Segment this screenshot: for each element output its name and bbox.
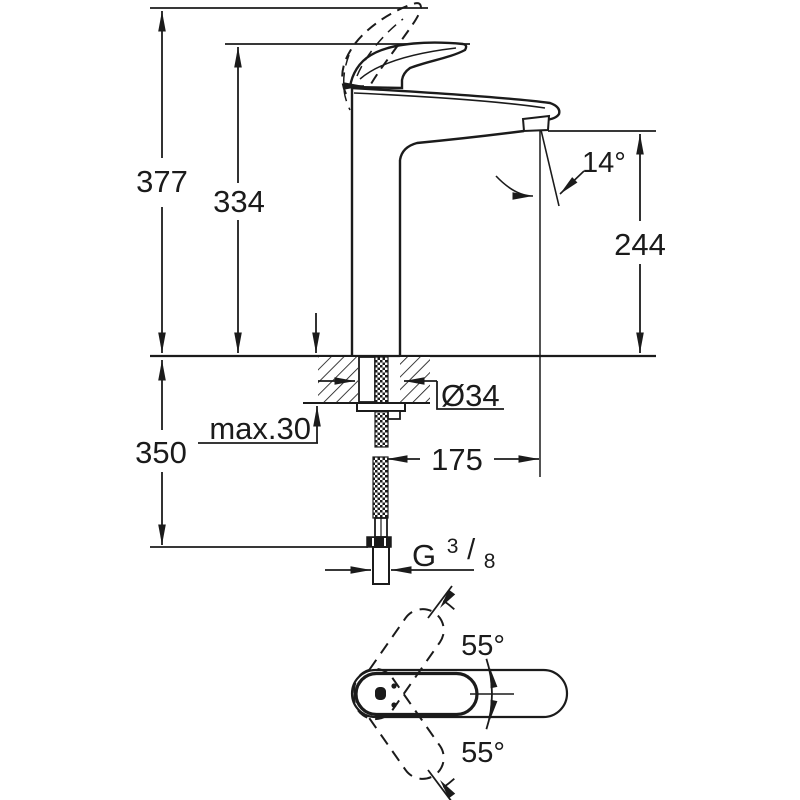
swing-angle-annotation (427, 585, 498, 800)
handle-inner-line (359, 47, 457, 80)
spout-inner-edge (353, 92, 546, 109)
handle-swung-up-dashed (353, 608, 445, 721)
handle-swung-down-dashed (353, 667, 445, 780)
hose-hex-nut (366, 536, 392, 548)
mounting-washer (356, 402, 406, 412)
swing-arc-upper (442, 599, 455, 610)
temp-indicator-dot (375, 687, 386, 700)
shank-tube (358, 356, 376, 403)
dim-d34 (318, 377, 504, 410)
handle-raised-outline (341, 2, 423, 95)
deck-hatch-right (400, 357, 430, 402)
stream-curve-arrow (495, 175, 534, 200)
dim-14deg (495, 129, 585, 207)
dim-max30 (198, 313, 321, 444)
spout-top-edge (351, 86, 561, 122)
swing-arc-lower (442, 778, 455, 789)
dim-14-label: 14° (582, 147, 626, 179)
swing-arrow-mid-bottom (490, 699, 498, 720)
spout-underside (398, 129, 525, 161)
side-view: 377 334 244 14° max.30 (135, 2, 666, 585)
dim-d34-label: Ø34 (441, 378, 500, 413)
supply-hose-braid (372, 456, 389, 519)
swing-arc-middle (485, 658, 493, 730)
dim-175-label: 175 (431, 442, 483, 477)
faucet-body (343, 41, 561, 356)
g38-numerator: 3 (447, 535, 459, 558)
dim-377-label: 377 (136, 164, 188, 199)
swing-arrow-lower-end (440, 780, 456, 799)
dim-g38-label: G 3 / 8 (412, 525, 495, 573)
handle-raised-inner (356, 18, 404, 77)
g38-slash: / (467, 534, 476, 566)
dim-max30-label: max.30 (209, 411, 311, 446)
deck-hatch-left (318, 357, 358, 402)
top-view: 55° 55° (350, 585, 569, 800)
swing-arrow-mid-top (490, 668, 498, 689)
handle-lever (348, 41, 468, 90)
dim-14-leader (559, 170, 585, 195)
swing-lower-label: 55° (461, 737, 505, 769)
reference-lines (150, 7, 656, 548)
handle-lever-topview (354, 671, 479, 717)
mounting-section (303, 356, 430, 585)
swing-arrow-upper-end (440, 589, 456, 608)
g38-letter: G (412, 538, 436, 573)
dim-d34-leader (436, 381, 504, 410)
dim-350-label: 350 (135, 435, 187, 470)
dim-334-label: 334 (213, 184, 265, 219)
mounting-nut (387, 410, 401, 420)
thread-tail-tube (372, 546, 390, 585)
g38-denominator: 8 (484, 550, 496, 573)
handle-raised-back (342, 54, 351, 111)
handle-raised-dashed (341, 2, 423, 111)
stream-angle-line (540, 129, 560, 207)
dim-244-label: 244 (614, 227, 666, 262)
swing-upper-label: 55° (461, 630, 505, 662)
indicator-dot-hot (391, 683, 397, 689)
aerator (521, 114, 551, 133)
